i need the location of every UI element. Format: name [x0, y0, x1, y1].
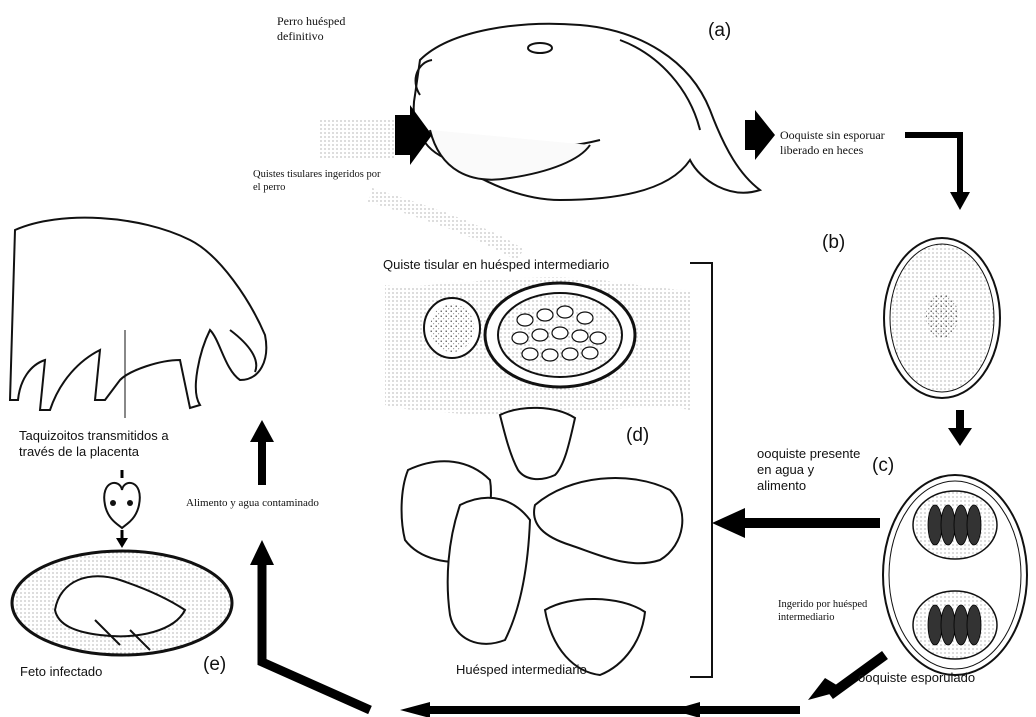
- arrow-c-to-d: [712, 508, 880, 538]
- arrow-out-of-dog: [745, 110, 775, 160]
- tag-b: (b): [822, 232, 845, 254]
- tag-d: (d): [626, 425, 649, 447]
- dog-head-illustration: [414, 24, 760, 200]
- intermediate-host-bracket: [690, 263, 712, 677]
- label-tachyzoites: Taquizoitos transmitidos a través de la …: [19, 428, 169, 460]
- label-infected-fetus: Feto infectado: [20, 664, 102, 680]
- label-ingested-intermediate-host: Ingerido por huésped intermediario: [778, 598, 867, 624]
- label-tissue-cysts-ingested: Quistes tisulares ingeridos por el perro: [253, 168, 380, 194]
- label-dog-definitive-host: Perro huésped definitivo: [277, 14, 345, 44]
- arrow-up-to-cow: [250, 420, 274, 485]
- label-contaminated-food-water: Alimento y agua contaminado: [186, 495, 319, 511]
- cow-illustration: [10, 218, 266, 410]
- label-tissue-cyst: Quiste tisular en huésped intermediario: [383, 257, 609, 273]
- placenta-icon: [104, 483, 140, 528]
- unsporulated-oocyst-illustration: [884, 238, 1000, 398]
- sporulated-oocyst-illustration: [883, 475, 1027, 675]
- infected-fetus-illustration: [12, 551, 232, 655]
- tag-e: (e): [203, 654, 226, 676]
- label-sporulated-oocyst: ooquiste esporulado: [858, 670, 975, 686]
- tag-c: (c): [872, 455, 894, 477]
- tag-a: (a): [708, 20, 731, 42]
- tissue-cyst-illustration: [385, 277, 690, 416]
- label-intermediate-host: Huésped intermediario: [456, 662, 587, 678]
- arrow-b-to-c: [948, 410, 972, 446]
- label-oocyst-present: ooquiste presente en agua y alimento: [757, 446, 860, 494]
- intermediate-hosts-illustration: [402, 408, 683, 675]
- label-unsporulated-oocyst: Ooquiste sin esporuar liberado en heces: [780, 128, 885, 158]
- arrow-to-oocyst-b: [905, 135, 970, 210]
